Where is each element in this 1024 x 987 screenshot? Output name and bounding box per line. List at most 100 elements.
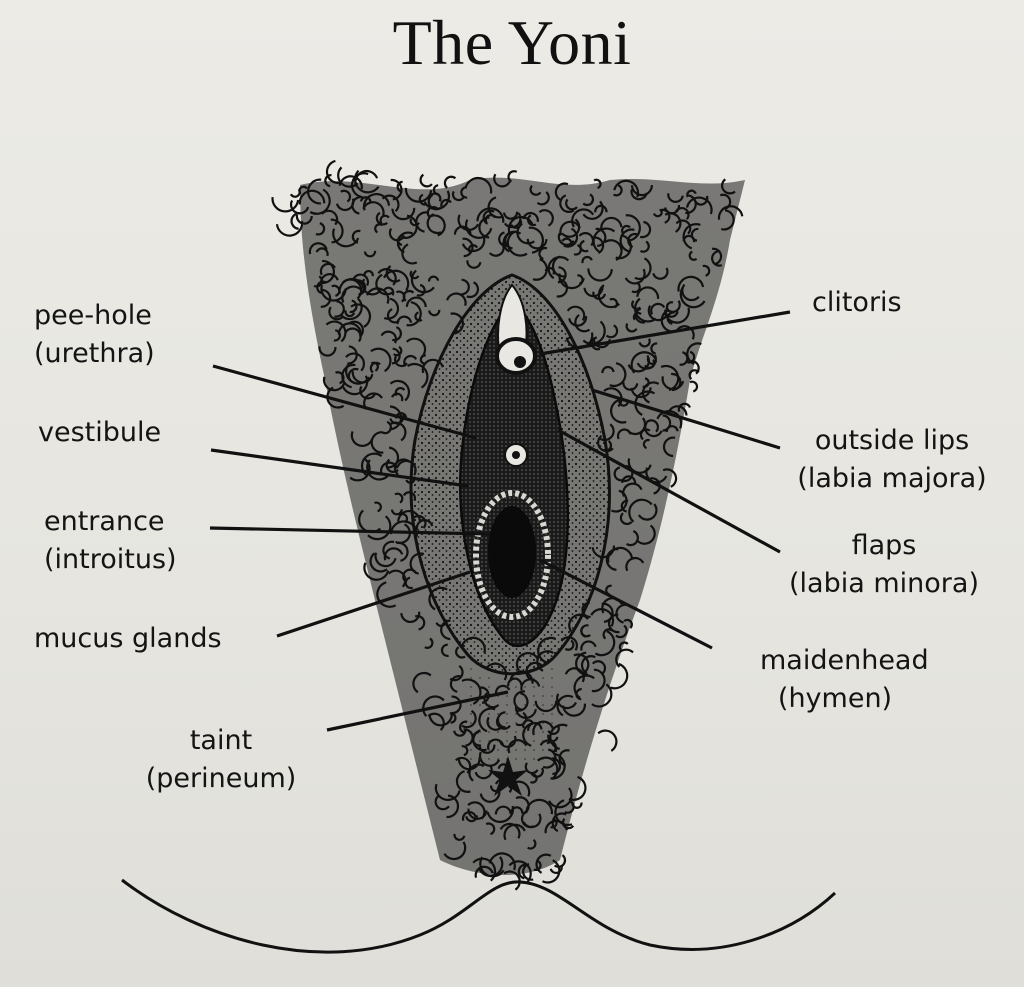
hair-curl	[451, 695, 462, 715]
hair-curl	[679, 351, 689, 366]
hair-curl	[621, 224, 631, 235]
label-entrance-term: entrance	[44, 506, 165, 537]
hair-curl	[690, 227, 699, 242]
hair-curl	[465, 815, 478, 823]
hair-curl	[571, 802, 583, 809]
label-entrance-latin: (introitus)	[44, 544, 177, 575]
hair-curl	[693, 195, 709, 206]
hair-curl	[720, 209, 735, 231]
hair-curl	[318, 346, 337, 357]
hair-curl	[522, 863, 534, 881]
hair-curl	[641, 381, 660, 404]
hair-curl	[507, 215, 534, 234]
hair-curl	[591, 683, 613, 708]
hair-curl	[467, 801, 486, 820]
hair-curl	[478, 856, 504, 877]
hair-curl	[426, 213, 442, 235]
label-vestibule: vestibule	[38, 417, 162, 448]
hair-curl	[516, 222, 535, 245]
hair-curl	[350, 430, 374, 447]
hair-curl	[559, 194, 575, 213]
hair-curl	[393, 355, 408, 368]
hair-curl	[485, 822, 496, 836]
hair-curl	[631, 300, 642, 310]
hair-curl	[410, 269, 435, 294]
hair-curl	[591, 660, 607, 675]
label-flaps-term: flaps	[851, 530, 917, 561]
hair-curl	[554, 182, 569, 202]
hair-curl	[369, 361, 381, 374]
hair-curl	[391, 347, 401, 365]
hair-curl	[385, 265, 401, 283]
hair-curl	[615, 624, 628, 639]
hair-curl	[634, 307, 646, 324]
hair-curl	[459, 720, 468, 734]
hair-curl	[659, 208, 671, 224]
hair-curl	[405, 337, 427, 359]
hair-curl	[642, 377, 650, 388]
hair-curl	[702, 264, 711, 277]
hair-curl	[461, 278, 470, 296]
hair-curl	[391, 326, 402, 342]
hair-curl	[453, 729, 467, 737]
hair-curl	[670, 372, 682, 392]
buttocks-outline	[121, 878, 837, 954]
hair-curl	[634, 257, 652, 281]
hair-curl	[415, 211, 428, 233]
hair-curl	[320, 286, 347, 302]
hair-curl	[675, 207, 690, 220]
label-taint-latin: (perineum)	[145, 763, 297, 794]
hair-curl	[424, 637, 434, 649]
hair-curl	[636, 286, 660, 300]
hair-curl	[461, 745, 469, 757]
hair-curl	[551, 812, 567, 833]
hair-curl	[681, 283, 700, 302]
hair-curl	[362, 201, 385, 218]
hair-curl	[351, 371, 374, 384]
hair-curl	[440, 643, 449, 657]
label-pee-hole: pee-hole (urethra)	[34, 297, 155, 373]
hair-curl	[597, 284, 621, 309]
leader-vestibule	[210, 448, 469, 488]
hair-curl	[564, 639, 575, 651]
hair-curl	[418, 193, 428, 206]
hair-curl	[325, 159, 342, 185]
hair-curl	[619, 512, 633, 526]
hair-curl	[461, 234, 486, 253]
hair-curl	[580, 626, 591, 638]
hair-curl	[532, 258, 548, 281]
hair-curl	[578, 232, 595, 247]
hair-curl	[601, 365, 615, 374]
hair-curl	[689, 380, 699, 393]
hair-curl	[319, 273, 339, 288]
hair-curl	[306, 178, 322, 205]
hair-curl	[499, 822, 521, 839]
hair-curl	[679, 287, 706, 309]
hair-curl	[363, 562, 390, 581]
label-pee-hole-term: pee-hole	[34, 300, 152, 331]
hair-curl	[374, 552, 397, 568]
hair-curl	[624, 268, 646, 285]
hair-curl	[464, 176, 493, 194]
hair-curl	[580, 640, 597, 651]
hair-curl	[533, 859, 542, 871]
label-entrance: entrance (introitus)	[44, 503, 177, 579]
hair-curl	[476, 207, 505, 223]
label-flaps: flaps (labia minora)	[784, 527, 984, 603]
hair-curl	[332, 228, 360, 248]
leader-urethra	[212, 364, 477, 440]
hair-curl	[428, 309, 441, 317]
hair-curl	[391, 392, 404, 402]
hair-curl	[631, 282, 641, 294]
hair-curl	[711, 250, 723, 267]
hair-curl	[380, 330, 398, 344]
hair-curl	[386, 446, 400, 469]
hair-curl	[630, 387, 652, 399]
hair-curl	[528, 226, 544, 254]
hair-curl	[619, 228, 635, 253]
hair-curl	[405, 296, 427, 308]
hair-curl	[396, 180, 403, 193]
hair-curl	[337, 322, 362, 335]
hair-curl	[387, 569, 407, 588]
